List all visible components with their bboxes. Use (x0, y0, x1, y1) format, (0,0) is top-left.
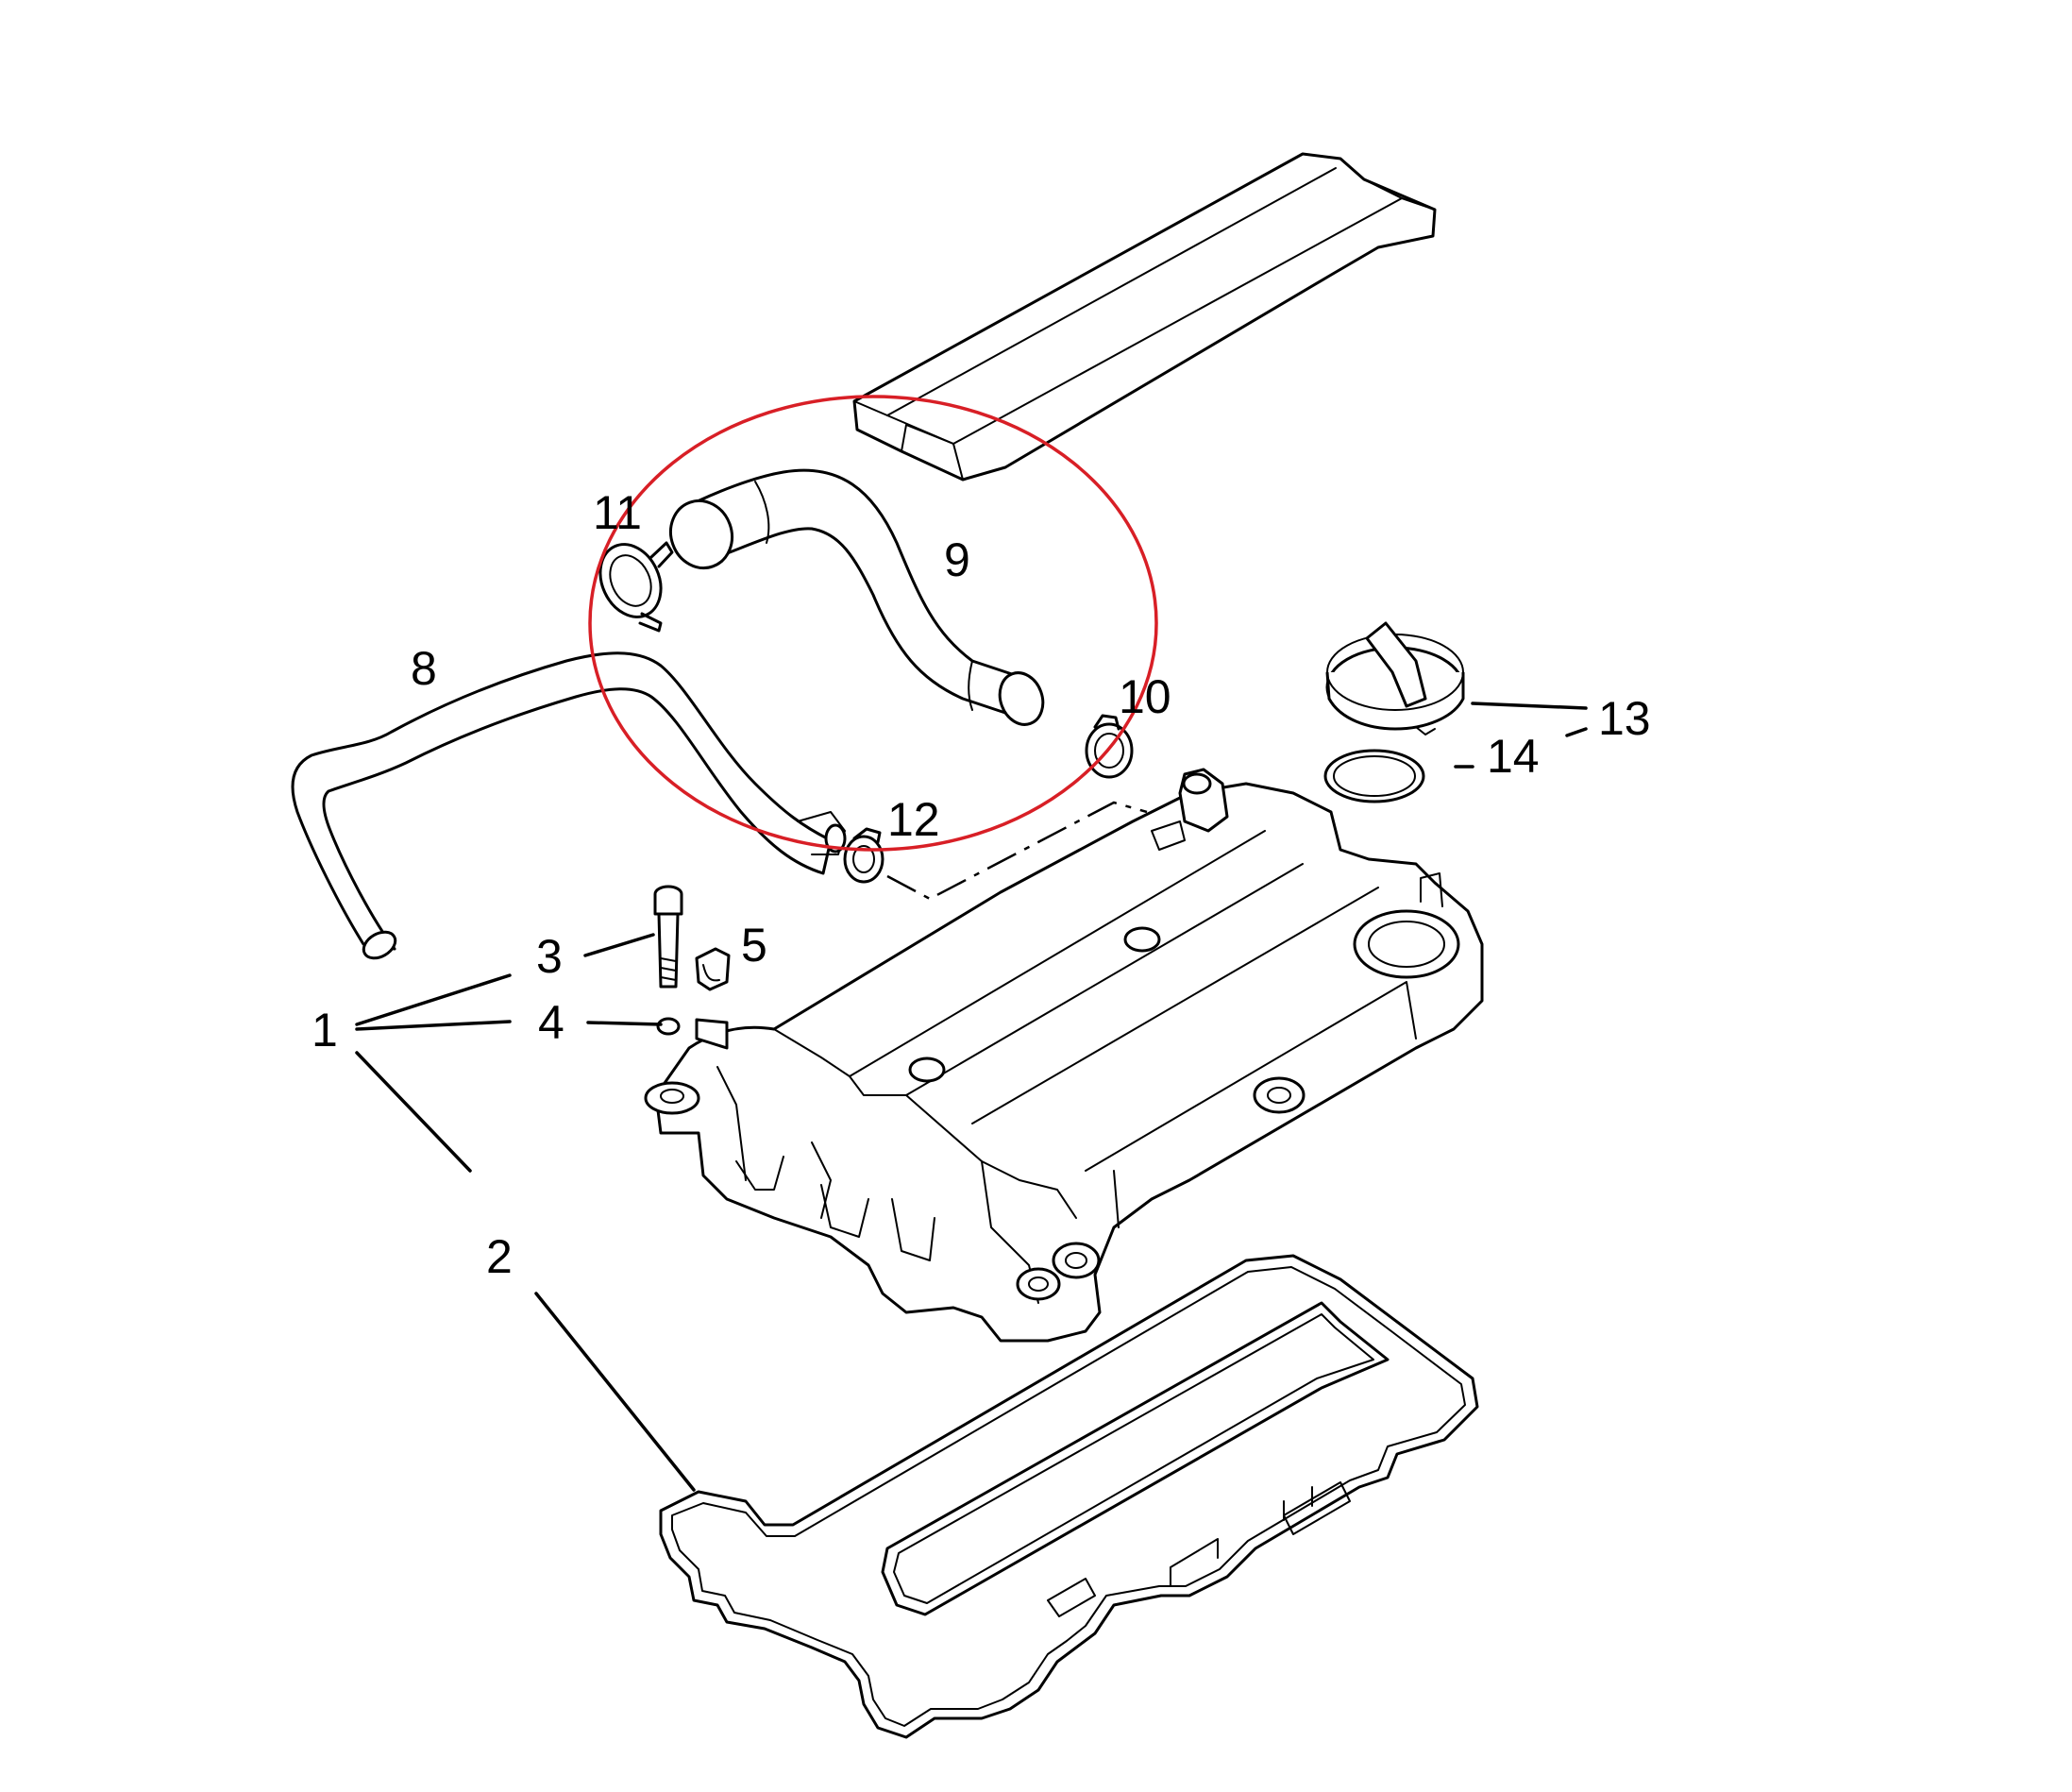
engine-cover (852, 152, 1437, 482)
callout-12: 12 (887, 793, 940, 846)
hose-part-8 (291, 651, 847, 960)
clamp-part-11 (598, 541, 674, 633)
valve-cover-part-1 (644, 768, 1484, 1343)
leader-lines (355, 702, 1588, 1492)
oil-filler-cap-part-13 (1325, 621, 1465, 735)
dashed-guide-line (886, 801, 1148, 901)
callout-5: 5 (741, 919, 767, 972)
clip-part-5 (695, 947, 731, 991)
clamp-part-12 (843, 827, 884, 884)
callout-8: 8 (411, 642, 437, 695)
callout-11: 11 (593, 486, 642, 539)
callout-4: 4 (538, 996, 564, 1049)
callout-3: 3 (536, 930, 563, 983)
oring-part-14 (1323, 749, 1425, 803)
callout-9: 9 (944, 533, 970, 586)
highlight-circle (588, 395, 1158, 852)
bolt-part-3 (653, 885, 683, 989)
gasket-part-2 (659, 1254, 1479, 1739)
callout-10: 10 (1119, 670, 1171, 723)
callout-1: 1 (312, 1004, 338, 1057)
callout-13: 13 (1598, 692, 1651, 745)
callout-14: 14 (1487, 730, 1540, 783)
callout-2: 2 (486, 1230, 513, 1283)
hose-part-9 (669, 468, 1045, 726)
washer-part-4 (656, 1017, 681, 1036)
